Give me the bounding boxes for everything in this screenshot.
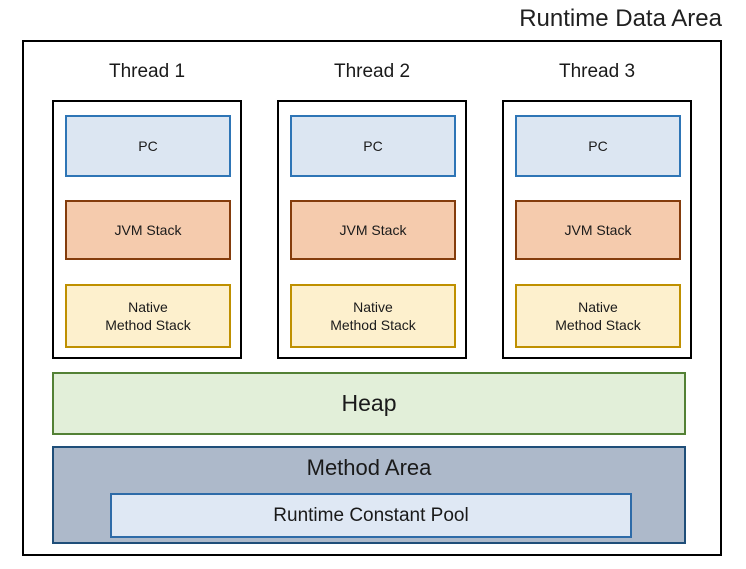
jvm-stack-box-2: JVM Stack: [290, 200, 456, 260]
method-area-box: Method Area Runtime Constant Pool: [52, 446, 686, 544]
thread-label-2: Thread 2: [333, 61, 411, 82]
thread-box-1: PC JVM Stack Native Method Stack: [52, 100, 242, 359]
jvm-stack-box-3: JVM Stack: [515, 200, 681, 260]
thread-column-3: Thread 3 PC JVM Stack Native Method Stac…: [502, 60, 692, 379]
method-area-label: Method Area: [306, 455, 432, 480]
native-method-stack-box-1: Native Method Stack: [65, 284, 231, 348]
runtime-data-area-frame: Thread 1 PC JVM Stack Native Method Stac…: [22, 40, 722, 556]
pc-box-2: PC: [290, 115, 456, 177]
native-method-stack-box-3: Native Method Stack: [515, 284, 681, 348]
thread-box-3: PC JVM Stack Native Method Stack: [502, 100, 692, 359]
pc-box-3: PC: [515, 115, 681, 177]
native-method-stack-box-2: Native Method Stack: [290, 284, 456, 348]
thread-box-2: PC JVM Stack Native Method Stack: [277, 100, 467, 359]
pc-box-1: PC: [65, 115, 231, 177]
threads-row: Thread 1 PC JVM Stack Native Method Stac…: [50, 60, 694, 379]
thread-column-2: Thread 2 PC JVM Stack Native Method Stac…: [277, 60, 467, 379]
thread-label-1: Thread 1: [108, 61, 186, 82]
diagram-title: Runtime Data Area: [519, 5, 722, 32]
jvm-stack-box-1: JVM Stack: [65, 200, 231, 260]
runtime-constant-pool-box: Runtime Constant Pool: [110, 493, 632, 538]
thread-column-1: Thread 1 PC JVM Stack Native Method Stac…: [52, 60, 242, 379]
thread-label-3: Thread 3: [558, 61, 636, 82]
heap-box: Heap: [52, 372, 686, 435]
